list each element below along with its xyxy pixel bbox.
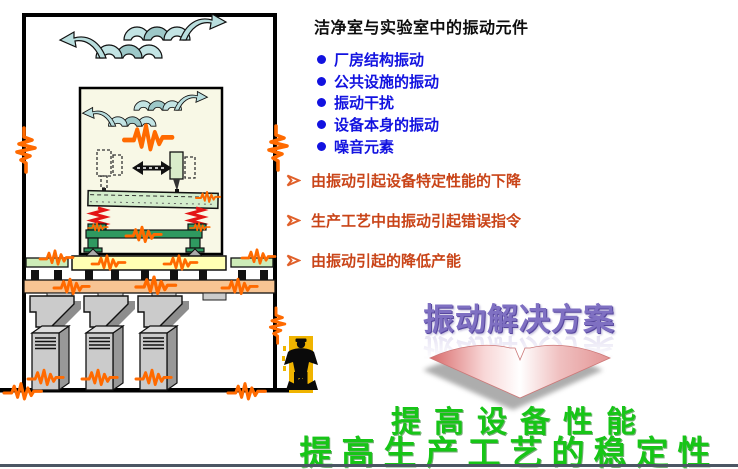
arrow-bullet-icon bbox=[286, 174, 301, 187]
vibration-source-label: 公共设施的振动 bbox=[334, 72, 440, 91]
vibration-source-label: 噪音元素 bbox=[334, 137, 395, 156]
vibration-source-list: 厂房结构振动 公共设施的振动 振动干扰 设备本身的振动 噪音元素 bbox=[317, 49, 439, 157]
bottom-rule bbox=[0, 464, 738, 467]
vibration-source-item: 厂房结构振动 bbox=[317, 49, 439, 71]
bullet-dot-icon bbox=[317, 120, 326, 130]
jackhammer-worker-icon bbox=[282, 336, 318, 393]
cleanroom-diagram bbox=[0, 13, 318, 401]
arrow-bullet-icon bbox=[286, 214, 301, 227]
floor-pedestals bbox=[31, 270, 268, 280]
solution-heading-block: 振动解决方案 振动解决方案 bbox=[423, 294, 633, 375]
vibration-source-label: 振动干扰 bbox=[334, 94, 395, 113]
bullet-dot-icon bbox=[317, 98, 326, 108]
hvac-ducts bbox=[29, 292, 227, 332]
benefit-line-2: 提高生产工艺的稳定性 bbox=[299, 433, 720, 469]
solution-heading: 振动解决方案 bbox=[423, 302, 615, 338]
airflow-curls-outer bbox=[59, 13, 227, 59]
impact-item: 由振动引起的降低产能 bbox=[286, 250, 461, 271]
vibration-source-label: 设备本身的振动 bbox=[334, 116, 440, 135]
vibration-source-item: 公共设施的振动 bbox=[317, 71, 439, 93]
slide-title: 洁净室与实验室中的振动元件 bbox=[314, 18, 529, 37]
bullet-dot-icon bbox=[317, 141, 326, 151]
impact-label: 生产工艺中由振动引起错误指令 bbox=[311, 212, 522, 230]
vibration-source-item: 振动干扰 bbox=[317, 92, 439, 114]
vibration-source-item: 噪音元素 bbox=[317, 135, 439, 157]
benefit-line-1: 提高设备性能 bbox=[391, 405, 649, 440]
motion-double-arrow-icon bbox=[132, 161, 172, 175]
bullet-dot-icon bbox=[317, 55, 326, 65]
down-arrow-3d-icon bbox=[423, 344, 611, 410]
vibration-source-label: 厂房结构振动 bbox=[334, 51, 425, 70]
bullet-dot-icon bbox=[317, 76, 326, 86]
impact-item: 由振动引起设备特定性能的下降 bbox=[286, 170, 521, 191]
impact-label: 由振动引起的降低产能 bbox=[311, 252, 462, 270]
vibration-source-item: 设备本身的振动 bbox=[317, 114, 439, 136]
arrow-bullet-icon bbox=[286, 254, 301, 267]
impact-item: 生产工艺中由振动引起错误指令 bbox=[286, 210, 521, 231]
impact-label: 由振动引起设备特定性能的下降 bbox=[311, 172, 522, 190]
